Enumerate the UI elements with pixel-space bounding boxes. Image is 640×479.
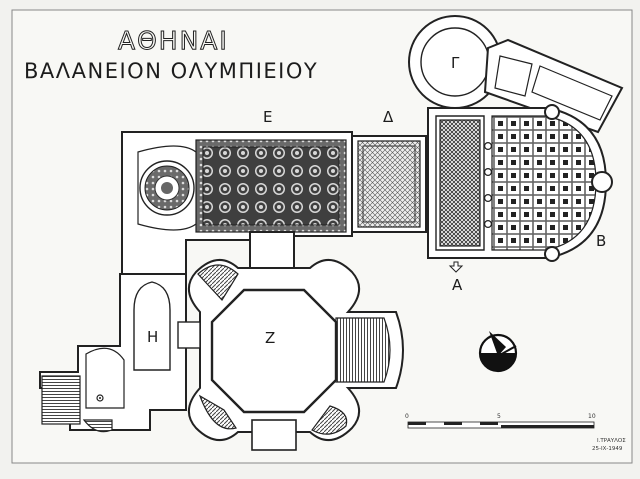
signature-date: 25-ΙΧ-1949 <box>592 446 623 452</box>
entrance-arrow-icon <box>448 261 464 273</box>
title-subtitle: ΒΑΛΑΝΕΙΟΝ ΟΛΥΜΠΙΕΙΟΥ <box>24 59 318 83</box>
signature-name: Ι.ΤΡΑΥΛΟΣ <box>597 438 626 444</box>
room-label-epsilon: Ε <box>263 108 272 126</box>
room-label-gamma: Γ <box>451 54 460 72</box>
room-delta-structure <box>351 135 427 233</box>
scale-bar: 0 5 10 <box>405 413 596 429</box>
room-zeta-structure <box>188 259 404 451</box>
scale-tick-5: 5 <box>497 413 501 420</box>
room-gamma-structure <box>408 15 624 134</box>
room-label-beta: Β <box>596 232 606 250</box>
scale-tick-10: 10 <box>588 413 596 420</box>
room-label-alpha: Α <box>452 276 463 294</box>
scale-tick-0: 0 <box>405 413 409 420</box>
room-epsilon-structure <box>121 131 353 291</box>
room-eta-structure <box>39 273 201 433</box>
room-label-eta: Η <box>147 328 158 346</box>
room-label-zeta: Ζ <box>265 329 275 347</box>
room-label-delta: Δ <box>383 108 394 126</box>
room-beta-structure <box>420 104 613 262</box>
title-city: ΑΘΗΝΑΙ <box>118 26 229 55</box>
north-arrow-icon <box>478 331 518 373</box>
